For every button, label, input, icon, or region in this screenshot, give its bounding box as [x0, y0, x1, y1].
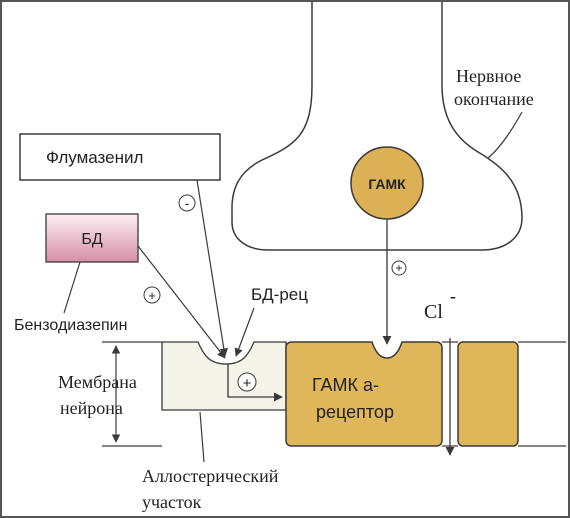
chloride-label: Cl	[424, 301, 443, 323]
flumazenil-arrow	[196, 179, 228, 357]
flumazenil-minus-sign: -	[185, 195, 190, 211]
gaba-receptor-label-1: ГАМК а-	[312, 375, 379, 395]
gaba-a-receptor	[285, 341, 443, 447]
allosteric-plus-sign: +	[243, 375, 252, 392]
allosteric-site	[161, 341, 287, 411]
allosteric-label-1: Аллостерический	[142, 466, 279, 486]
channel-block	[457, 341, 519, 447]
allosteric-to-receptor-arrow	[227, 364, 283, 402]
flumazenil-minus-circle	[178, 194, 196, 212]
allosteric-pointer	[199, 411, 205, 463]
membrane-label-2: нейрона	[60, 398, 123, 418]
gaba-plus-sign: +	[395, 261, 402, 275]
flumazenil-label: Флумазенил	[46, 148, 143, 167]
bd-label: БД	[81, 231, 103, 248]
allosteric-plus-circle	[237, 372, 257, 392]
bd-arrow	[137, 245, 226, 359]
flumazenil-box	[19, 133, 221, 181]
benzodiazepine-label: Бензодиазепин	[14, 317, 127, 334]
membrane-label-1: Мембрана	[58, 372, 137, 392]
benzodiazepine-pointer	[63, 261, 81, 314]
bd-plus-circle	[143, 286, 161, 304]
allosteric-label-2: участок	[142, 492, 202, 512]
gaba-plus-circle	[391, 260, 407, 276]
bd-plus-sign: +	[148, 288, 156, 303]
nerve-ending-pointer	[487, 111, 523, 159]
gaba-label: ГАМК	[368, 176, 406, 192]
bd-box	[45, 213, 139, 263]
bd-receptor-pointer	[234, 307, 255, 357]
nerve-ending-label-2: окончание	[454, 89, 534, 109]
nerve-ending-label-1: Нервное	[456, 66, 521, 86]
chloride-charge: -	[450, 286, 456, 306]
bd-receptor-label: БД-рец	[251, 285, 308, 304]
nerve-ending	[231, 2, 523, 251]
gaba-receptor-label-2: рецептор	[316, 402, 394, 422]
